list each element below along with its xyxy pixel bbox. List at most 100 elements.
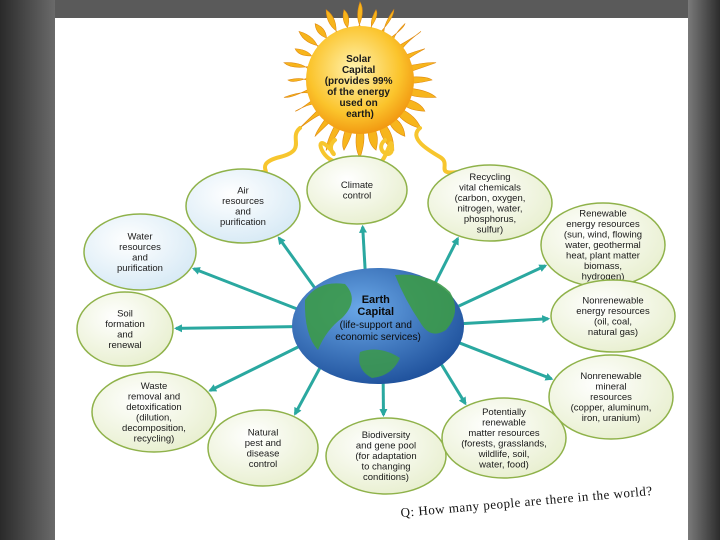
bubble-label-line: Recycling (469, 172, 510, 183)
bubble-shape (207, 409, 319, 487)
arrow-nonrenewable-mineral (458, 341, 554, 381)
earth-land-east (395, 274, 456, 334)
bubble-label-line: wildlife, soil, (478, 449, 530, 460)
bubble-label-line: renewable (482, 417, 526, 428)
bubble-label-line: biomass, (584, 261, 622, 272)
bubble-label-line: energy resources (576, 306, 650, 317)
bubble-label-line: Soil (117, 308, 133, 319)
bubble-label-line: sulfur) (477, 224, 503, 235)
sun-label-line: used on (339, 98, 377, 109)
frame-left-border (0, 0, 55, 540)
bubble-label-line: (oil, coal, (594, 316, 632, 327)
bubble-label-line: resources (119, 242, 161, 253)
bubble-label-line: and (235, 206, 251, 217)
earth-label: Earth Capital (life-support and economic… (335, 290, 421, 343)
sun-label-line: Capital (342, 65, 376, 76)
bubble-label-line: (dilution, (136, 412, 172, 423)
earth-label-line: Earth (362, 294, 390, 306)
sun-beam (414, 126, 460, 175)
bubble-label-line: purification (220, 217, 266, 228)
bubble-label-line: water, geothermal (564, 240, 641, 251)
bubble-label-line: resources (590, 392, 632, 403)
bubble-label-line: Nonrenewable (580, 371, 641, 382)
bubble-shape (306, 155, 408, 225)
bubble-label-line: (copper, aluminum, (571, 403, 652, 414)
bubble-label-line: formation (105, 319, 145, 330)
bubble-label-line: mineral (595, 382, 626, 393)
earth-label-line: economic services) (335, 332, 421, 343)
bubble-label-line: control (343, 190, 372, 201)
bubble-label-line: decomposition, (122, 423, 186, 434)
bubble-label-line: to changing (361, 462, 410, 473)
arrow-air (277, 236, 317, 290)
bubble-label-line: phosphorus, (464, 214, 516, 225)
sun-ray (283, 62, 313, 73)
bubble-label-line: detoxification (126, 402, 181, 413)
bubble-shape (76, 291, 174, 367)
bubble-label-line: Potentially (482, 407, 526, 418)
bubble-label-line: heat, plant matter (566, 251, 640, 262)
bubble-label-line: Climate (341, 180, 373, 191)
bubble-label-line: natural gas) (588, 327, 638, 338)
arrow-water (191, 267, 299, 311)
sun-label-line: of the energy (327, 87, 390, 98)
frame-right-border (688, 0, 720, 540)
bubble-shape (441, 397, 567, 479)
arrow-recycling (433, 236, 460, 285)
bubble-label-line: energy resources (566, 219, 640, 230)
bubble-shape (185, 168, 301, 244)
bubble-label-line: vital chemicals (459, 182, 521, 193)
arrow-nonrenewable-energy (462, 315, 551, 326)
earth-globe: Earth Capital (life-support and economic… (292, 268, 464, 384)
bubble-label-line: recycling) (134, 433, 175, 444)
bubble-label-line: matter resources (468, 428, 540, 439)
bubble-label-line: hydrogen) (582, 272, 625, 283)
sun-label-line: Solar (346, 54, 371, 65)
sun-beam (376, 138, 394, 164)
bubble-label-line: Water (128, 231, 153, 242)
earth-label-line: (life-support and (340, 320, 412, 331)
bubble-label-line: renewal (108, 340, 141, 351)
sun-label: Solar Capital (provides 99% of the energ… (325, 54, 396, 120)
sun-ray (287, 76, 311, 84)
bubble-label-line: Renewable (579, 209, 627, 220)
arrow-soil (173, 324, 294, 333)
bubble-label-line: and (117, 329, 133, 340)
bubble-label-line: pest and (245, 438, 281, 449)
sun-ray (314, 23, 332, 44)
sun-icon (306, 26, 414, 134)
earth-label-line: Capital (357, 306, 394, 318)
sun-ray (356, 1, 364, 31)
sun-ray (325, 9, 342, 37)
arrow-potentially-renewable (439, 362, 467, 406)
earth-land-west (304, 283, 352, 350)
bubble-label-line: conditions) (363, 472, 409, 483)
bubble-label-line: disease (247, 448, 280, 459)
bubble-shape (91, 371, 217, 453)
bubble-label-line: Waste (141, 381, 168, 392)
bubble-shape (550, 279, 676, 353)
sun-label-line: earth) (346, 109, 374, 120)
bubble-label-line: water, food) (478, 459, 529, 470)
arrows-group (173, 224, 554, 418)
